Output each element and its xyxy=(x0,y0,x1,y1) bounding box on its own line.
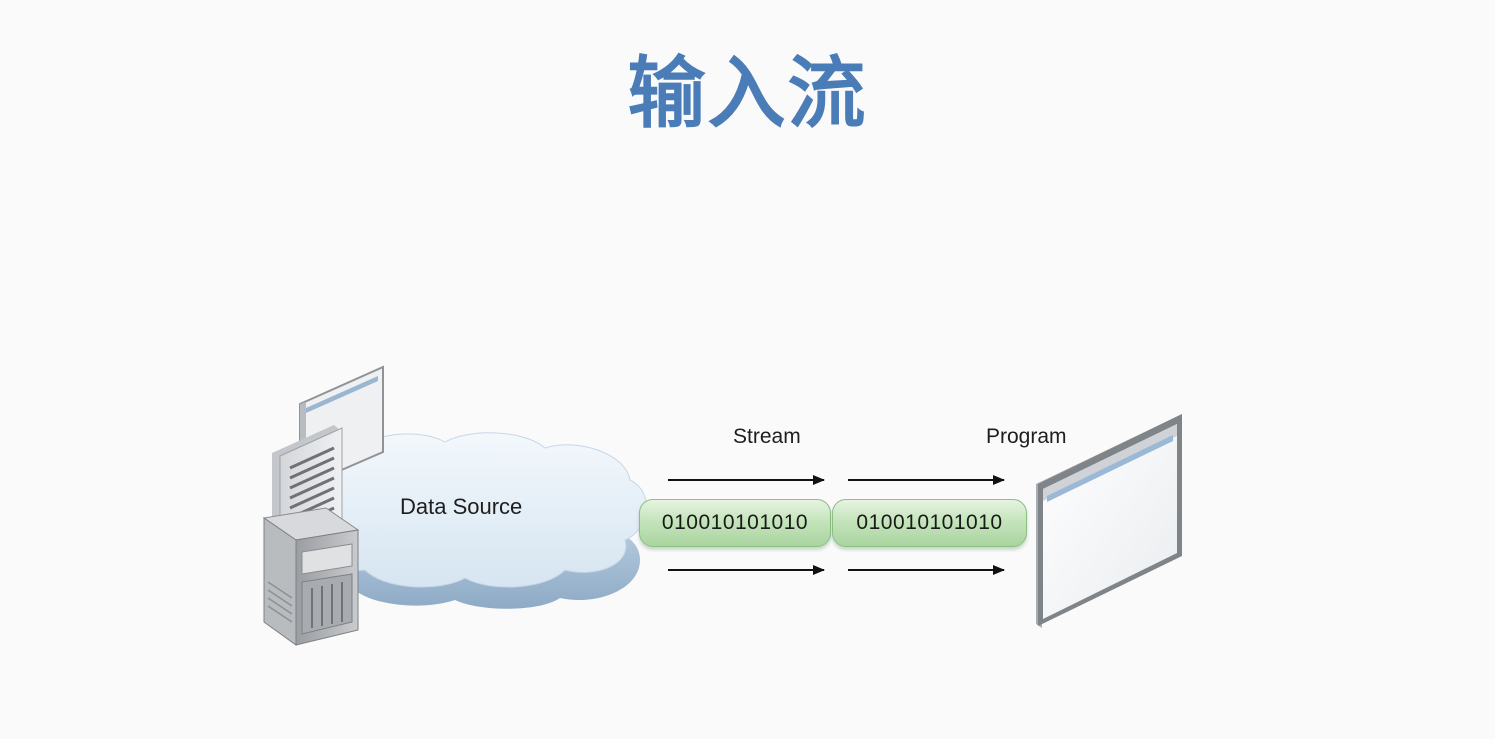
right-arrow-icon xyxy=(668,475,1005,575)
slide-title: 输入流 xyxy=(627,49,868,139)
stream-label: Stream xyxy=(733,425,801,448)
program-label: Program xyxy=(986,425,1067,448)
data-source-label: Data Source xyxy=(400,494,523,519)
program-window-icon xyxy=(1036,414,1182,628)
stream-packet: 010010101010 xyxy=(639,499,831,547)
cloud-icon xyxy=(309,432,647,609)
server-icon xyxy=(262,507,360,646)
stream-packet: 010010101010 xyxy=(832,499,1027,547)
